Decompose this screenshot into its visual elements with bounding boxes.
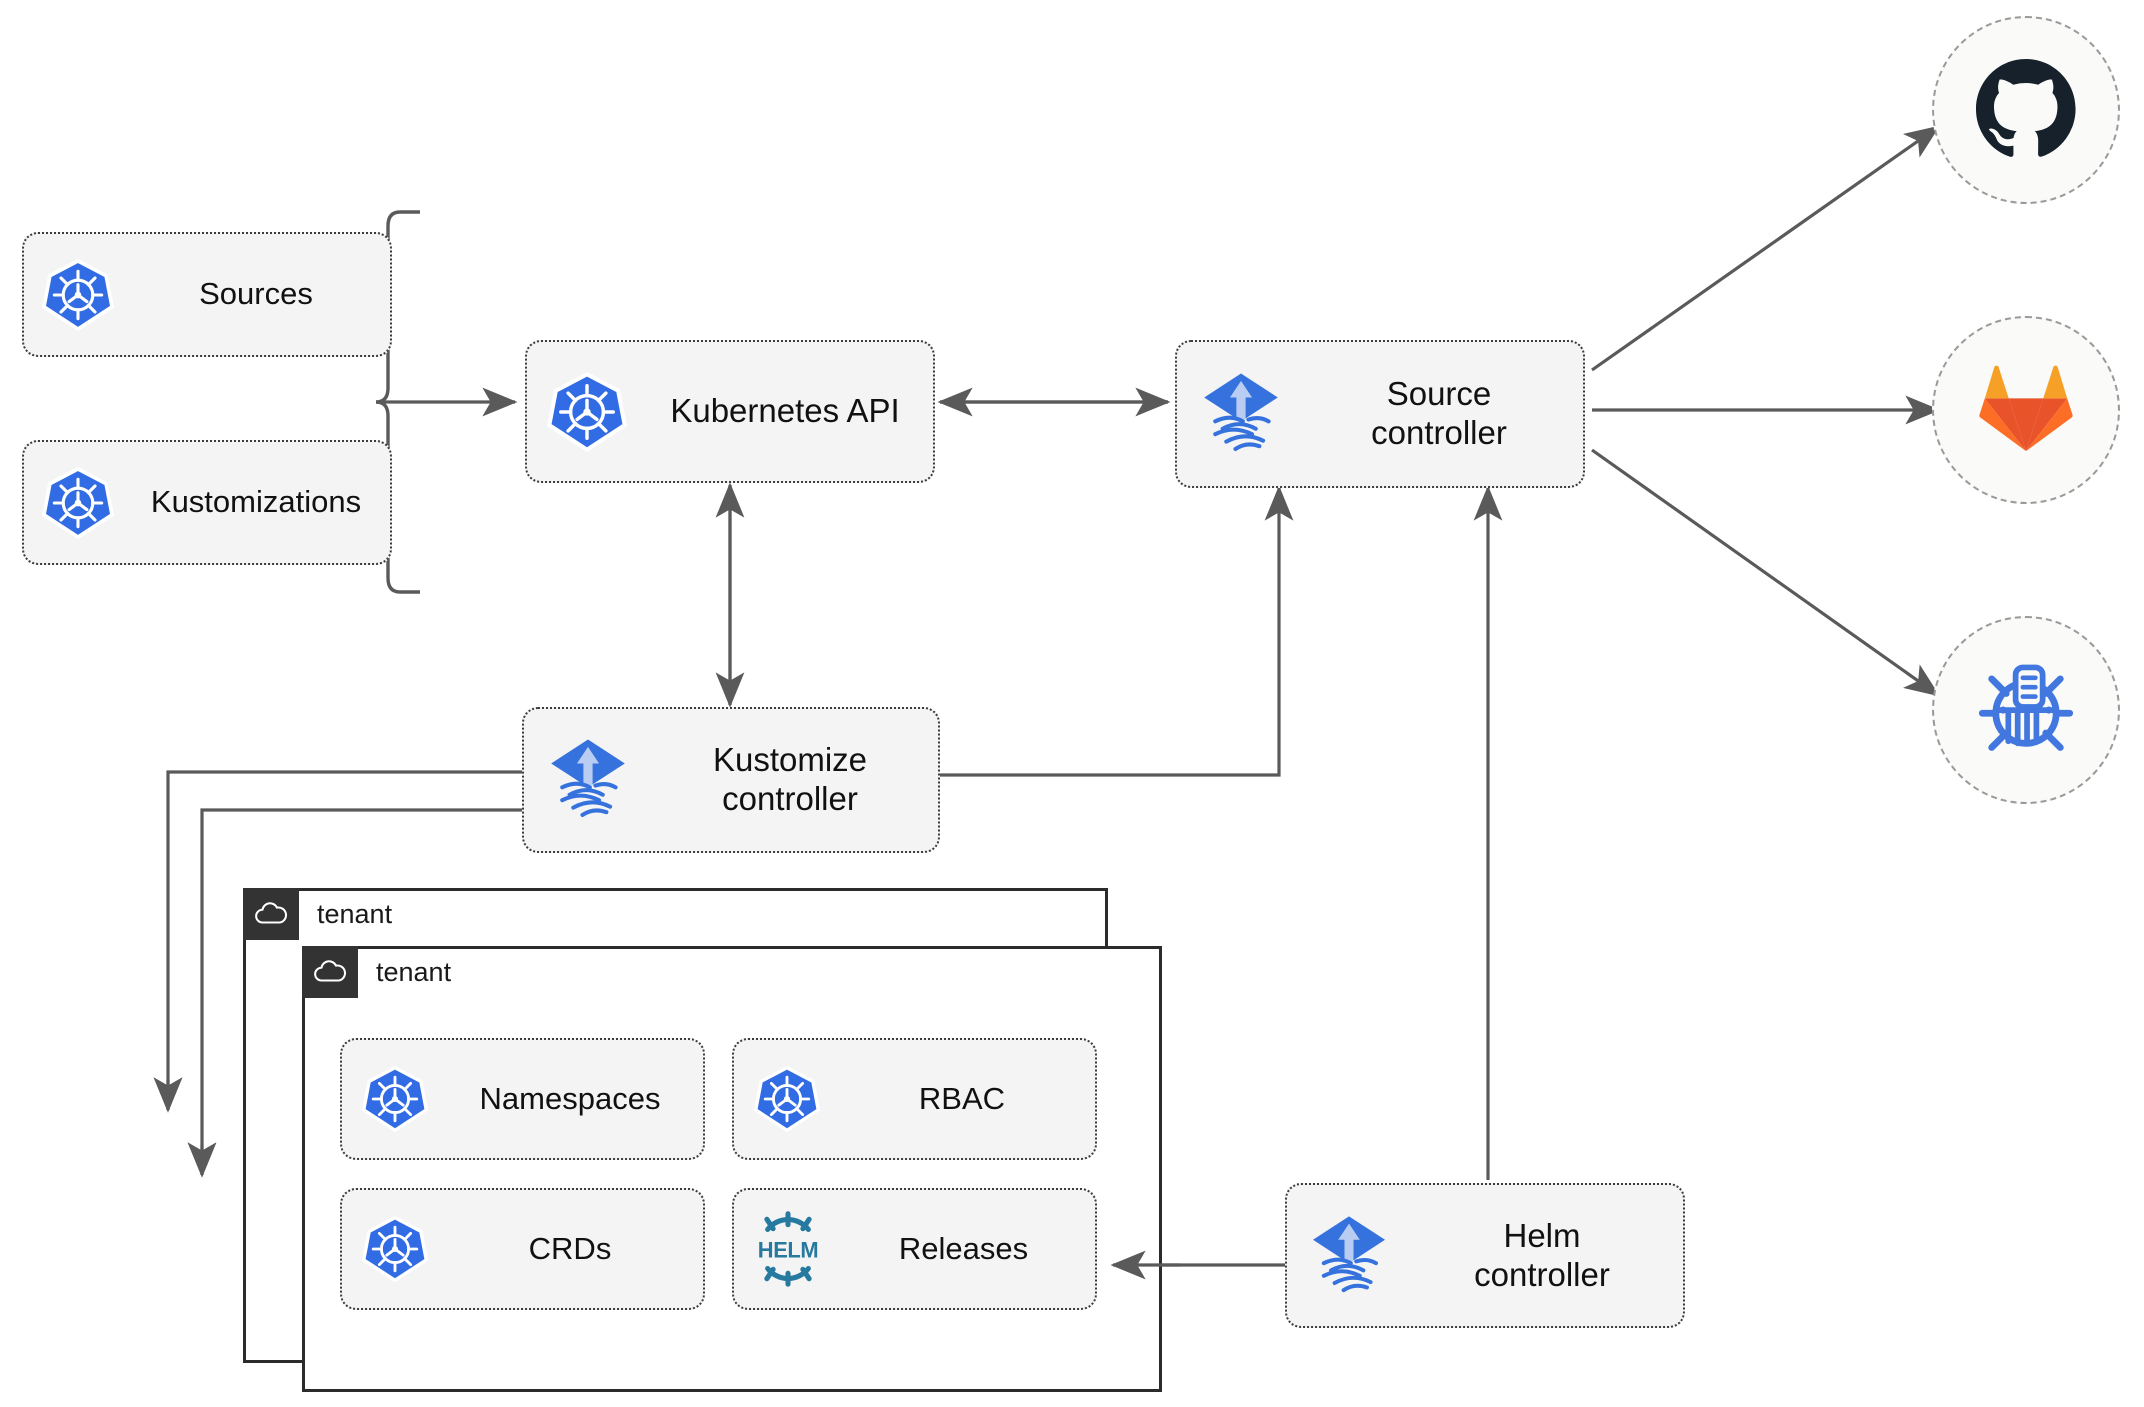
node-label: Kubernetes API (670, 392, 900, 430)
resource-label: Kustomizations (150, 484, 362, 520)
kubernetes-icon (734, 1065, 839, 1133)
tenant-container-2[interactable] (302, 946, 1162, 1392)
tenant-resource-rbac[interactable]: RBAC (732, 1038, 1097, 1160)
node-label: Helm controller (1474, 1216, 1610, 1293)
flux-icon (524, 734, 652, 826)
provider-gitlab[interactable] (1932, 316, 2120, 504)
flux-icon (1287, 1211, 1411, 1301)
helm-chart-icon (1974, 656, 2078, 765)
gitlab-icon (1978, 362, 2074, 459)
node-helm-controller[interactable]: Helm controller (1285, 1183, 1685, 1328)
tenant-resource-label: Namespaces (479, 1080, 661, 1116)
kubernetes-icon (342, 1215, 447, 1283)
kubernetes-icon (24, 466, 132, 540)
node-kustomize-controller[interactable]: Kustomize controller (522, 707, 940, 853)
node-label: Kustomize controller (712, 741, 868, 817)
node-label: Source controller (1371, 375, 1507, 451)
flux-icon (1177, 368, 1305, 460)
resource-box-kustomizations[interactable]: Kustomizations (22, 440, 392, 565)
resource-box-sources[interactable]: Sources (22, 232, 392, 357)
tenant-resource-label: CRDs (528, 1230, 612, 1266)
github-icon (1976, 58, 2076, 163)
tenant-resource-label: RBAC (918, 1080, 1006, 1116)
provider-github[interactable] (1932, 16, 2120, 204)
node-kubernetes-api[interactable]: Kubernetes API (525, 340, 935, 483)
tenant-resource-crds[interactable]: CRDs (340, 1188, 705, 1310)
provider-helm-repository[interactable] (1932, 616, 2120, 804)
wire-source-to-helm-repo (1591, 448, 1941, 697)
helm-wordmark-icon: HELM (734, 1206, 842, 1292)
resource-label: Sources (199, 276, 313, 312)
kubernetes-icon (24, 258, 132, 332)
svg-text:HELM: HELM (758, 1238, 818, 1263)
wire-kustomize-to-source (938, 485, 1294, 777)
node-source-controller[interactable]: Source controller (1175, 340, 1585, 488)
kubernetes-icon (527, 371, 647, 453)
wire-source-to-github (1591, 125, 1941, 372)
kubernetes-icon (342, 1065, 447, 1133)
tenant-resource-namespaces[interactable]: Namespaces (340, 1038, 705, 1160)
tenant-resource-label: Releases (898, 1230, 1029, 1266)
tenant-resource-releases[interactable]: HELM Releases (732, 1188, 1097, 1310)
